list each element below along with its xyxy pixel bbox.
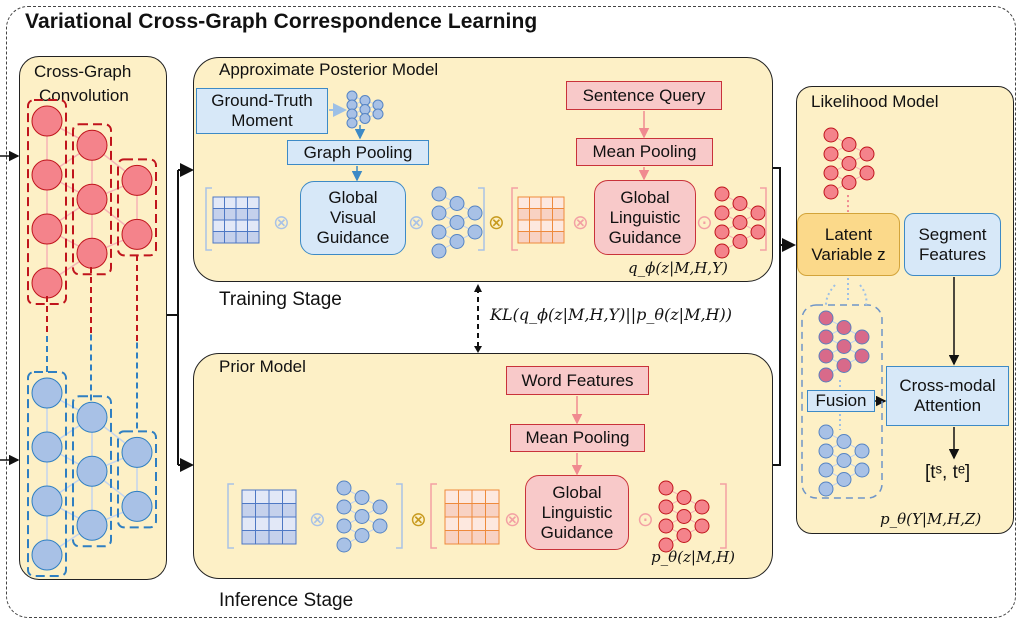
- otimes-operator-1: ⊗: [273, 212, 290, 234]
- diagram-title: Variational Cross-Graph Correspondence L…: [25, 10, 538, 33]
- outer-frame: [6, 6, 1016, 618]
- otimes-operator-6: ⊗: [410, 509, 427, 531]
- posterior-title: Approximate Posterior Model: [219, 60, 439, 79]
- kl-divergence-formula: KL(q_ϕ(z|M,H,Y)||p_θ(z|M,H)): [490, 305, 732, 324]
- segment-features-box: Segment Features: [904, 213, 1001, 276]
- global-linguistic-guidance-box-posterior: Global Linguistic Guidance: [594, 180, 696, 255]
- otimes-operator-7: ⊗: [504, 509, 521, 531]
- odot-operator-2: ⊙: [637, 509, 654, 531]
- fusion-box: Fusion: [807, 390, 875, 412]
- sentence-query-box: Sentence Query: [566, 81, 722, 110]
- prior-formula: p_θ(z|M,H): [651, 548, 736, 566]
- otimes-operator-5: ⊗: [309, 509, 326, 531]
- cross-graph-convolution-panel: [19, 56, 167, 580]
- likelihood-title: Likelihood Model: [811, 92, 939, 111]
- prior-title: Prior Model: [219, 357, 306, 376]
- output-timestamps: [tˢ, tᵉ]: [925, 462, 971, 483]
- ground-truth-moment-box: Ground-Truth Moment: [196, 88, 328, 134]
- cross-graph-title-line2: Convolution: [39, 86, 129, 105]
- global-linguistic-guidance-box-prior: Global Linguistic Guidance: [525, 475, 629, 550]
- mean-pooling-box-posterior: Mean Pooling: [576, 138, 713, 166]
- likelihood-formula: p_θ(Y|M,H,Z): [880, 510, 982, 528]
- global-visual-guidance-box: Global Visual Guidance: [300, 181, 406, 255]
- cross-graph-title-line1: Cross-Graph: [34, 62, 132, 81]
- prior-model-panel: [193, 353, 773, 579]
- inference-stage-label: Inference Stage: [219, 590, 354, 611]
- word-features-box: Word Features: [506, 366, 649, 395]
- odot-operator-1: ⊙: [696, 212, 713, 234]
- posterior-formula: q_ϕ(z|M,H,Y): [628, 259, 728, 277]
- mean-pooling-box-prior: Mean Pooling: [510, 424, 645, 452]
- graph-pooling-box-posterior: Graph Pooling: [287, 140, 429, 165]
- otimes-operator-4: ⊗: [572, 212, 589, 234]
- otimes-operator-3: ⊗: [488, 212, 505, 234]
- cross-modal-attention-box: Cross-modal Attention: [886, 366, 1009, 426]
- likelihood-model-panel: [796, 86, 1014, 534]
- training-stage-label: Training Stage: [219, 289, 342, 310]
- otimes-operator-2: ⊗: [408, 212, 425, 234]
- latent-variable-box: Latent Variable z: [797, 213, 900, 276]
